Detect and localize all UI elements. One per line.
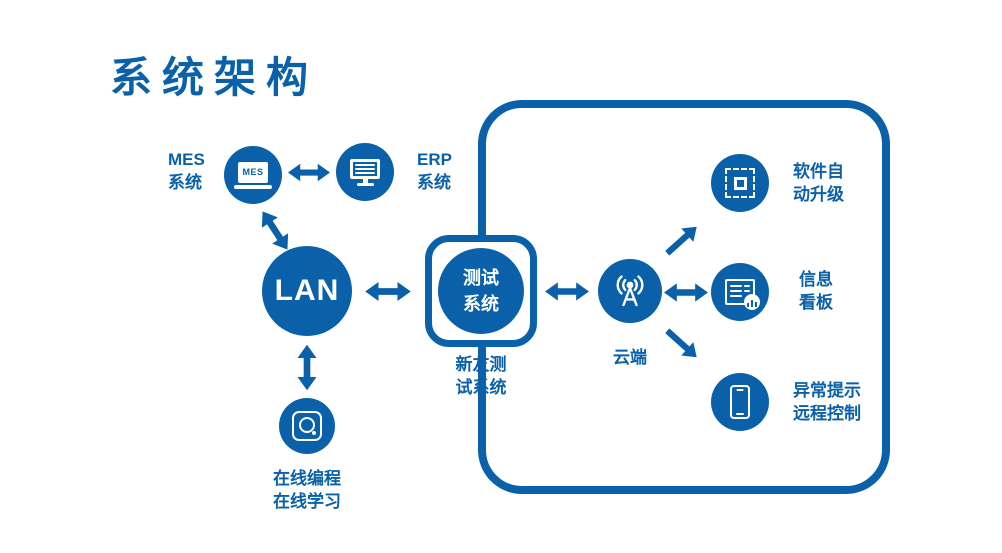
arrow-lan-test — [365, 282, 411, 301]
dashboard-icon — [725, 279, 760, 310]
online-node — [279, 398, 335, 454]
arrow-mes-erp — [288, 163, 330, 182]
test-circle-line2: 系统 — [463, 294, 499, 314]
smartphone-icon — [730, 385, 750, 419]
laptop-base — [234, 184, 272, 189]
cloud-node — [598, 259, 662, 323]
online-label-line2: 在线学习 — [273, 491, 341, 511]
erp-node — [336, 143, 394, 201]
test-system-circle: 测试 系统 — [438, 248, 524, 334]
test-caption: 新友测 试系统 — [425, 354, 537, 400]
arrow-cloud-board — [664, 283, 708, 302]
alert-label-line2: 远程控制 — [793, 403, 861, 423]
upgrade-label-line1: 软件自 — [793, 162, 844, 181]
board-label-line1: 信息 — [799, 270, 833, 289]
chart-badge-icon — [744, 294, 760, 310]
test-caption-line1: 新友测 — [455, 355, 507, 374]
test-system-box: 测试 系统 — [425, 235, 537, 347]
monitor-stand — [362, 178, 368, 183]
arrow-cloud-upgrade — [661, 220, 703, 260]
search-drive-icon — [292, 411, 322, 441]
alert-label-line1: 异常提示 — [793, 381, 861, 400]
arrow-cloud-alert — [661, 324, 703, 364]
monitor-icon — [350, 158, 380, 186]
antenna-icon — [616, 275, 644, 307]
lan-node: LAN — [262, 246, 352, 336]
mes-node: MES — [224, 146, 282, 204]
laptop-icon: MES — [234, 161, 272, 189]
arrow-lan-mes — [255, 206, 296, 255]
stamp-icon — [725, 168, 755, 198]
laptop-screen-text: MES — [238, 161, 268, 183]
mes-label: MES 系统 — [168, 149, 205, 195]
online-label: 在线编程 在线学习 — [262, 468, 352, 514]
erp-label-line2: 系统 — [417, 172, 451, 192]
arrow-lan-online — [297, 344, 317, 391]
test-caption-line2: 试系统 — [455, 377, 507, 397]
lan-label: LAN — [274, 274, 340, 307]
alert-label: 异常提示 远程控制 — [793, 380, 861, 426]
monitor-foot — [356, 182, 374, 186]
erp-label-line1: ERP — [417, 150, 452, 169]
upgrade-label: 软件自 动升级 — [793, 161, 844, 207]
board-label: 信息 看板 — [799, 269, 833, 315]
upgrade-node — [711, 154, 769, 212]
upgrade-label-line2: 动升级 — [793, 184, 844, 204]
mes-label-line2: 系统 — [168, 172, 202, 192]
page-title: 系统架构 — [110, 54, 319, 101]
alert-node — [711, 373, 769, 431]
board-label-line2: 看板 — [799, 292, 833, 312]
erp-label: ERP 系统 — [417, 149, 452, 195]
cloud-label: 云端 — [613, 348, 647, 367]
board-node — [711, 263, 769, 321]
mes-label-line1: MES — [168, 150, 205, 169]
online-label-line1: 在线编程 — [273, 469, 341, 488]
arrow-test-cloud — [545, 282, 589, 301]
test-circle-line1: 测试 — [463, 267, 499, 288]
monitor-screen — [350, 158, 380, 179]
